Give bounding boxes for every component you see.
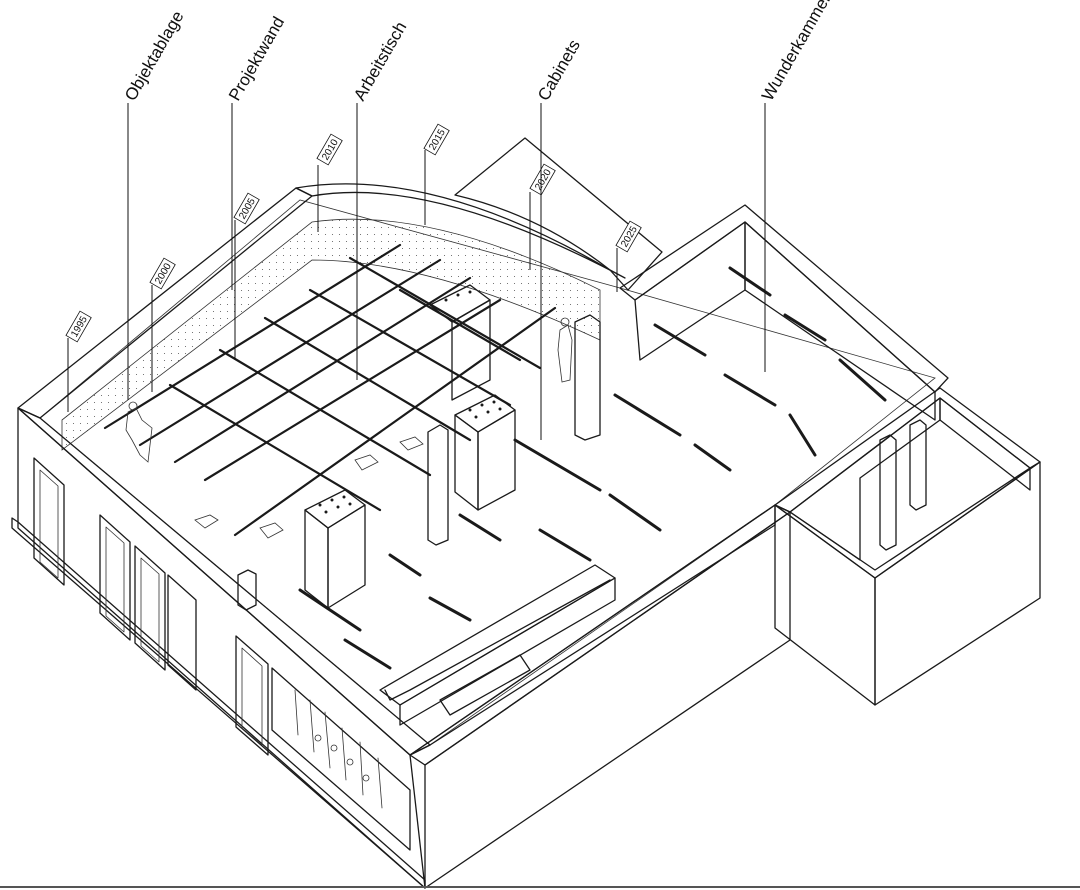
label-arbeitstisch: Arbeitstisch bbox=[350, 18, 410, 104]
rear-wing bbox=[454, 137, 663, 291]
year-timeline: 1995 2000 2005 2010 2015 2020 2025 bbox=[65, 123, 642, 412]
figures-and-stools bbox=[125, 317, 573, 539]
person-seated bbox=[125, 407, 153, 463]
year-tag-2020: 2020 bbox=[529, 163, 556, 196]
year-tag-2010: 2010 bbox=[316, 133, 343, 166]
front-right-wall-inner bbox=[409, 504, 776, 756]
column-center bbox=[427, 424, 449, 546]
cabinet-dots bbox=[318, 290, 502, 514]
front-left-wall bbox=[17, 407, 426, 889]
label-projektwand: Projektwand bbox=[225, 13, 288, 104]
annex-front-right bbox=[874, 461, 1041, 706]
floor-track-lines bbox=[298, 266, 887, 670]
front-right-wall-top bbox=[409, 504, 791, 766]
year-tag-2025: 2025 bbox=[615, 220, 642, 253]
year-tag-2015: 2015 bbox=[423, 123, 450, 156]
annex-column-b bbox=[909, 419, 927, 511]
curved-back-wall bbox=[295, 183, 626, 279]
year-tag-2005: 2005 bbox=[233, 192, 260, 225]
column-front bbox=[237, 569, 257, 611]
column-right bbox=[574, 314, 601, 441]
annex-top-face bbox=[774, 461, 1041, 579]
ceiling-grid bbox=[103, 243, 557, 537]
year-tag-2000: 2000 bbox=[149, 257, 176, 290]
person-standing bbox=[557, 324, 573, 383]
label-cabinets: Cabinets bbox=[534, 36, 584, 104]
front-right-wall bbox=[424, 511, 791, 889]
base-plinth bbox=[11, 517, 426, 889]
annex-column-a bbox=[879, 434, 897, 551]
cabinet-units bbox=[237, 284, 927, 611]
wunderkammer-wall-top bbox=[619, 204, 949, 393]
cabinet-tower-right bbox=[454, 394, 516, 433]
wunderkammer-inner-back bbox=[744, 221, 936, 421]
back-left-wall bbox=[17, 187, 313, 419]
year-tag-1995: 1995 bbox=[65, 310, 92, 343]
zone-labels: Objektablage Projektwand Arbeitstisch Ca… bbox=[121, 0, 835, 440]
long-counter bbox=[379, 564, 616, 726]
label-wunderkammer: Wunderkammer bbox=[758, 0, 835, 104]
label-objektablage: Objektablage bbox=[121, 8, 188, 104]
shop-display-window bbox=[271, 667, 411, 851]
facade-windows bbox=[33, 457, 411, 851]
building-shell bbox=[11, 137, 1041, 889]
